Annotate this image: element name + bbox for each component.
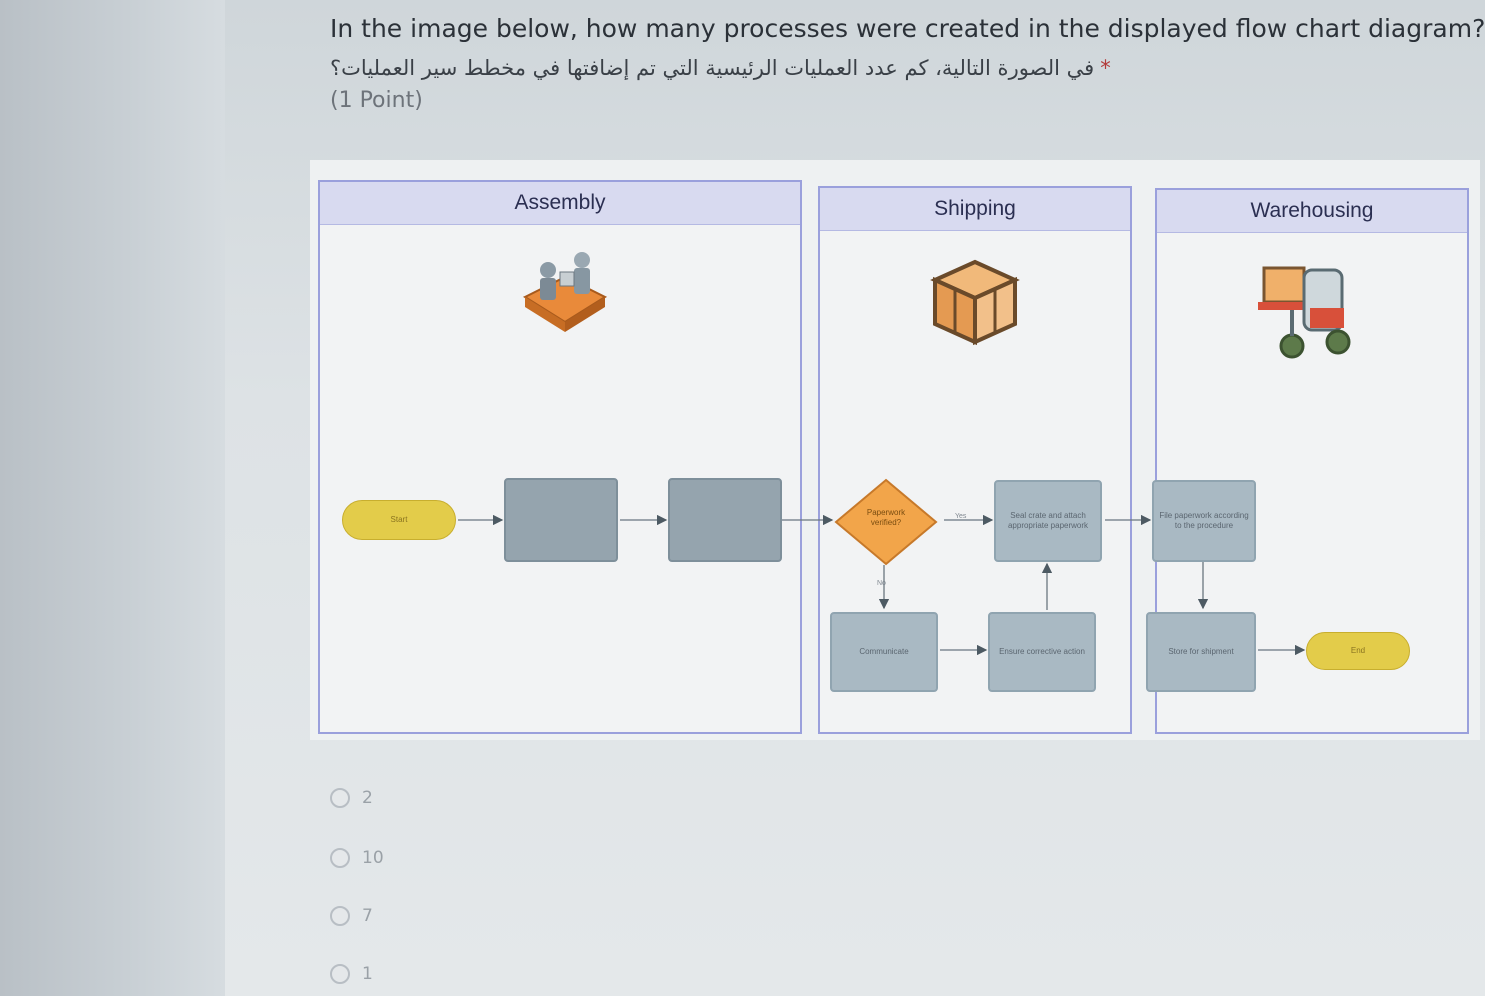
- radio-button[interactable]: [330, 788, 350, 808]
- option-label: 1: [362, 964, 373, 984]
- end-node: End: [1306, 632, 1410, 670]
- flow-connectors: [458, 514, 1306, 656]
- decision-label: Paperwork verified?: [866, 508, 906, 527]
- option-2[interactable]: 2: [330, 788, 373, 808]
- lane-title-assembly: Assembly: [320, 182, 800, 225]
- question-arabic-text: في الصورة التالية، كم عدد العمليات الرئي…: [330, 56, 1095, 80]
- lane-title-shipping: Shipping: [820, 188, 1130, 231]
- assembly-worker-icon: [522, 252, 608, 332]
- communicate-process: Communicate: [830, 612, 938, 692]
- lane-title-warehousing: Warehousing: [1157, 190, 1467, 233]
- option-10[interactable]: 10: [330, 848, 384, 868]
- radio-button[interactable]: [330, 906, 350, 926]
- question-arabic-title: *في الصورة التالية، كم عدد العمليات الرئ…: [330, 56, 1310, 90]
- required-mark: *: [1100, 56, 1111, 80]
- shipping-crate-icon: [930, 259, 1020, 346]
- option-label: 2: [362, 788, 373, 808]
- edge-label-yes: Yes: [955, 513, 967, 520]
- forklift-icon: [1258, 266, 1351, 359]
- lane-warehousing: Warehousing: [1155, 188, 1469, 734]
- option-label: 10: [362, 848, 384, 868]
- flowchart-image: Assembly Shipping Warehousing: [310, 160, 1480, 740]
- start-node: Start: [342, 500, 456, 540]
- seal-crate-process: Seal crate and attach appropriate paperw…: [994, 480, 1102, 562]
- lane-assembly: Assembly: [318, 180, 802, 734]
- page-left-margin: [0, 0, 225, 996]
- option-1[interactable]: 1: [330, 964, 373, 984]
- question-points: (1 Point): [330, 88, 423, 113]
- radio-button[interactable]: [330, 848, 350, 868]
- assembly-process-1: [504, 478, 618, 562]
- option-7[interactable]: 7: [330, 906, 373, 926]
- option-label: 7: [362, 906, 373, 926]
- radio-button[interactable]: [330, 964, 350, 984]
- edge-label-no: No: [877, 580, 886, 587]
- decision-node: [834, 478, 938, 566]
- assembly-process-2: [668, 478, 782, 562]
- corrective-action-process: Ensure corrective action: [988, 612, 1096, 692]
- store-for-shipment-process: Store for shipment: [1146, 612, 1256, 692]
- file-paperwork-process: File paperwork according to the procedur…: [1152, 480, 1256, 562]
- question-title: In the image below, how many processes w…: [330, 14, 1485, 43]
